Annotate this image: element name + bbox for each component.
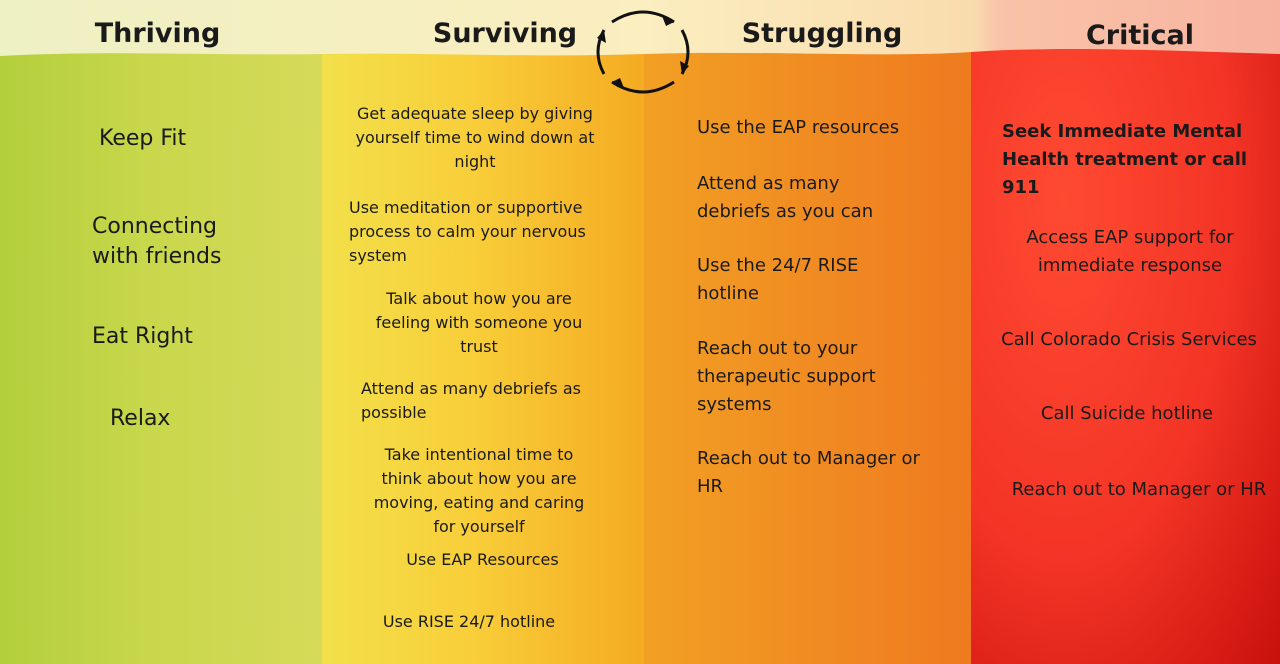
surviving-item: Talk about how you are feeling with some…	[375, 289, 583, 356]
critical-item: Seek Immediate Mental Health treatment o…	[1002, 121, 1248, 198]
thriving-title: Thriving	[94, 18, 221, 49]
struggling-item: Attend as many debriefs as you can	[697, 173, 874, 222]
critical-item: Reach out to Manager or HR	[1011, 479, 1267, 500]
surviving-item: Attend as many debriefs as possible	[361, 379, 581, 422]
surviving-item: Use EAP Resources	[406, 550, 559, 569]
struggling-item: Use the EAP resources	[697, 117, 900, 138]
surviving-item: Get adequate sleep by giving yourself ti…	[355, 104, 595, 171]
critical-item: Call Suicide hotline	[1040, 403, 1214, 424]
struggling-title: Struggling	[741, 18, 903, 49]
surviving-column	[322, 0, 644, 664]
surviving-item: Use meditation or supportive process to …	[349, 198, 586, 265]
thriving-column	[0, 0, 322, 664]
thriving-item: Connecting with friends	[92, 214, 222, 269]
thriving-item: Relax	[110, 406, 171, 431]
circular-arrows-icon	[596, 10, 690, 94]
struggling-item: Reach out to your therapeutic support sy…	[697, 338, 876, 415]
surviving-item: Take intentional time to think about how…	[373, 445, 585, 536]
struggling-item: Reach out to Manager or HR	[697, 448, 920, 497]
struggling-column	[644, 0, 971, 664]
critical-item: Call Colorado Crisis Services	[1001, 329, 1257, 350]
surviving-item: Use RISE 24/7 hotline	[382, 612, 556, 631]
critical-column	[971, 0, 1280, 664]
thriving-item: Keep Fit	[99, 126, 187, 151]
critical-item: Access EAP support for immediate respons…	[1026, 227, 1234, 276]
surviving-title: Surviving	[432, 18, 578, 49]
critical-title: Critical	[1085, 20, 1195, 51]
thriving-item: Eat Right	[92, 324, 193, 349]
struggling-item: Use the 24/7 RISE hotline	[697, 255, 859, 304]
